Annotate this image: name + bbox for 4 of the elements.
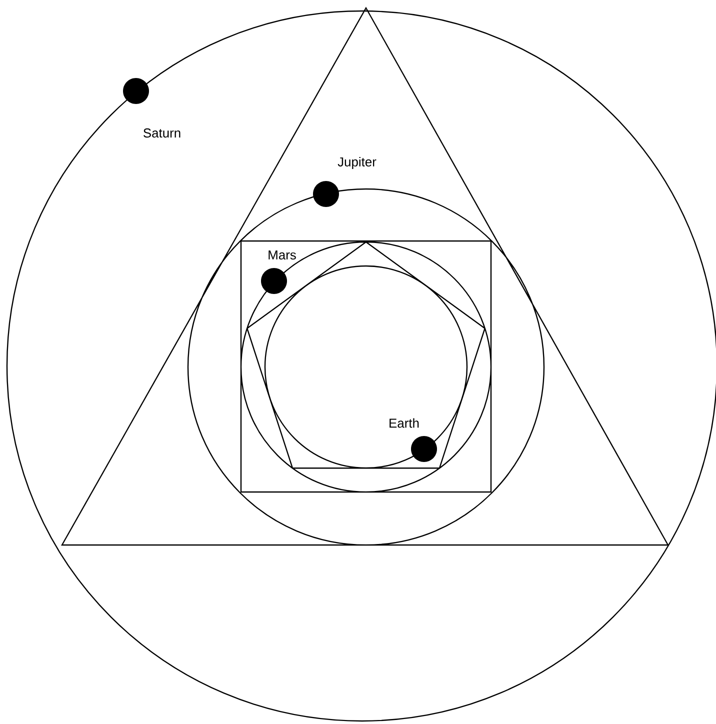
planet-label: Mars: [268, 250, 296, 260]
planet-label: Saturn: [144, 128, 180, 138]
planet-label: Jupiter: [338, 156, 376, 170]
planet-label: Earth: [390, 418, 419, 428]
